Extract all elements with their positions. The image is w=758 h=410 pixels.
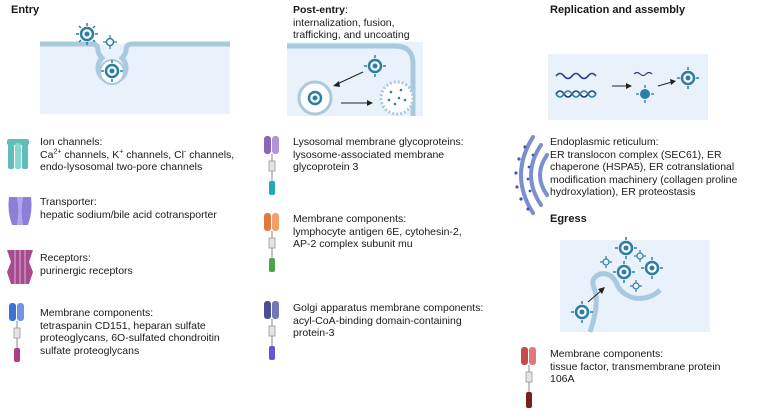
egress-heading: Egress: [550, 213, 587, 225]
post-entry-header: Post-entry: internalization, fusion, tra…: [293, 4, 410, 42]
post-entry-membrane-line: lymphocyte antigen 6E, cytohesin-2,: [293, 225, 462, 238]
entry-illustration: [40, 23, 230, 114]
er-line: chaperone (HSPA5), ER cotranslational: [550, 161, 735, 174]
virus-icon: [634, 250, 646, 262]
post-entry-membrane-components-title: Membrane components:: [293, 213, 407, 225]
post-entry-subtitle: trafficking, and uncoating: [293, 29, 410, 42]
entry-membrane-line: sulfate proteoglycans: [40, 344, 140, 357]
er-title: Endoplasmic reticulum:: [550, 136, 659, 148]
golgi-components-description: Golgi apparatus membrane components: acy…: [293, 302, 483, 340]
transporter-icon: [8, 197, 32, 225]
egress-membrane-line: 106A: [550, 373, 575, 386]
membrane-protein-icon: [264, 136, 279, 195]
ion-channels-title: Ion channels:: [40, 136, 103, 148]
virus-icon: [636, 85, 654, 103]
virus-icon: [615, 237, 637, 259]
lysosomal-glycoproteins-title: Lysosomal membrane glycoproteins:: [293, 136, 464, 148]
entry-heading: Entry: [11, 4, 40, 16]
lysosomal-line: glycoprotein 3: [293, 161, 359, 174]
ion-channels-description: Ion channels: Ca2+ channels, K+ channels…: [40, 136, 234, 174]
receptors-title: Receptors:: [40, 252, 91, 264]
virus-icon: [641, 257, 663, 279]
membrane-protein-icon: [264, 301, 279, 360]
virus-icon: [600, 256, 612, 268]
egress-illustration: [560, 237, 710, 333]
membrane-protein-icon: [521, 347, 536, 408]
golgi-line: protein-3: [293, 327, 335, 340]
receptors-description: Receptors: purinergic receptors: [40, 252, 133, 277]
replication-illustration: [548, 54, 708, 120]
lysosomal-glycoproteins-description: Lysosomal membrane glycoproteins: lysoso…: [293, 136, 464, 174]
post-entry-subtitle: internalization, fusion,: [293, 16, 395, 29]
er-line: ER translocon complex (SEC61), ER: [550, 148, 722, 161]
lysosomal-line: lysosome-associated membrane: [293, 148, 445, 161]
virus-icon: [677, 67, 699, 89]
receptors-line: purinergic receptors: [40, 264, 133, 277]
entry-membrane-line: proteoglycans, 6O-sulfated chondroitin: [40, 332, 220, 345]
entry-membrane-line: tetraspanin CD151, heparan sulfate: [40, 319, 206, 332]
transporter-description: Transporter: hepatic sodium/bile acid co…: [40, 196, 217, 221]
ion-channels-line: endo-lysosomal two-pore channels: [40, 161, 203, 174]
egress-membrane-components-description: Membrane components: tissue factor, tran…: [550, 348, 720, 386]
virus-icon: [613, 261, 635, 283]
virus-icon: [76, 23, 98, 45]
virus-icon: [630, 280, 642, 292]
transporter-title: Transporter:: [40, 196, 97, 208]
golgi-line: acyl-CoA-binding domain-containing: [293, 314, 462, 327]
virus-icon: [103, 35, 117, 49]
entry-membrane-components-title: Membrane components:: [40, 307, 154, 319]
membrane-protein-icon: [264, 213, 279, 272]
post-entry-heading: Post-entry: [293, 4, 345, 16]
er-line: hydroxylation), ER proteostasis: [550, 186, 696, 199]
endoplasmic-reticulum-icon: [514, 135, 549, 215]
er-line: modification machinery (collagen proline: [550, 173, 738, 186]
entry-membrane-components-description: Membrane components: tetraspanin CD151, …: [40, 307, 220, 357]
virus-icon: [364, 55, 386, 77]
er-description: Endoplasmic reticulum: ER translocon com…: [550, 136, 737, 199]
egress-membrane-line: tissue factor, transmembrane protein: [550, 360, 721, 373]
virus-icon: [571, 301, 593, 323]
ion-channels-types: Ca2+ channels, K+ channels, Cl- channels…: [40, 148, 235, 161]
post-entry-membrane-line: AP-2 complex subunit mu: [293, 238, 413, 251]
transporter-line: hepatic sodium/bile acid cotransporter: [40, 208, 217, 221]
heading-colon: :: [344, 4, 348, 16]
membrane-protein-icon: [9, 303, 24, 362]
post-entry-membrane-components-description: Membrane components: lymphocyte antigen …: [293, 213, 462, 251]
ion-channel-icon: [7, 139, 29, 169]
virus-icon: [101, 60, 123, 82]
egress-membrane-components-title: Membrane components:: [550, 348, 664, 360]
golgi-components-title: Golgi apparatus membrane components:: [293, 302, 484, 314]
receptor-icon: [7, 250, 33, 284]
post-entry-illustration: [287, 42, 423, 116]
replication-heading: Replication and assembly: [550, 4, 686, 16]
